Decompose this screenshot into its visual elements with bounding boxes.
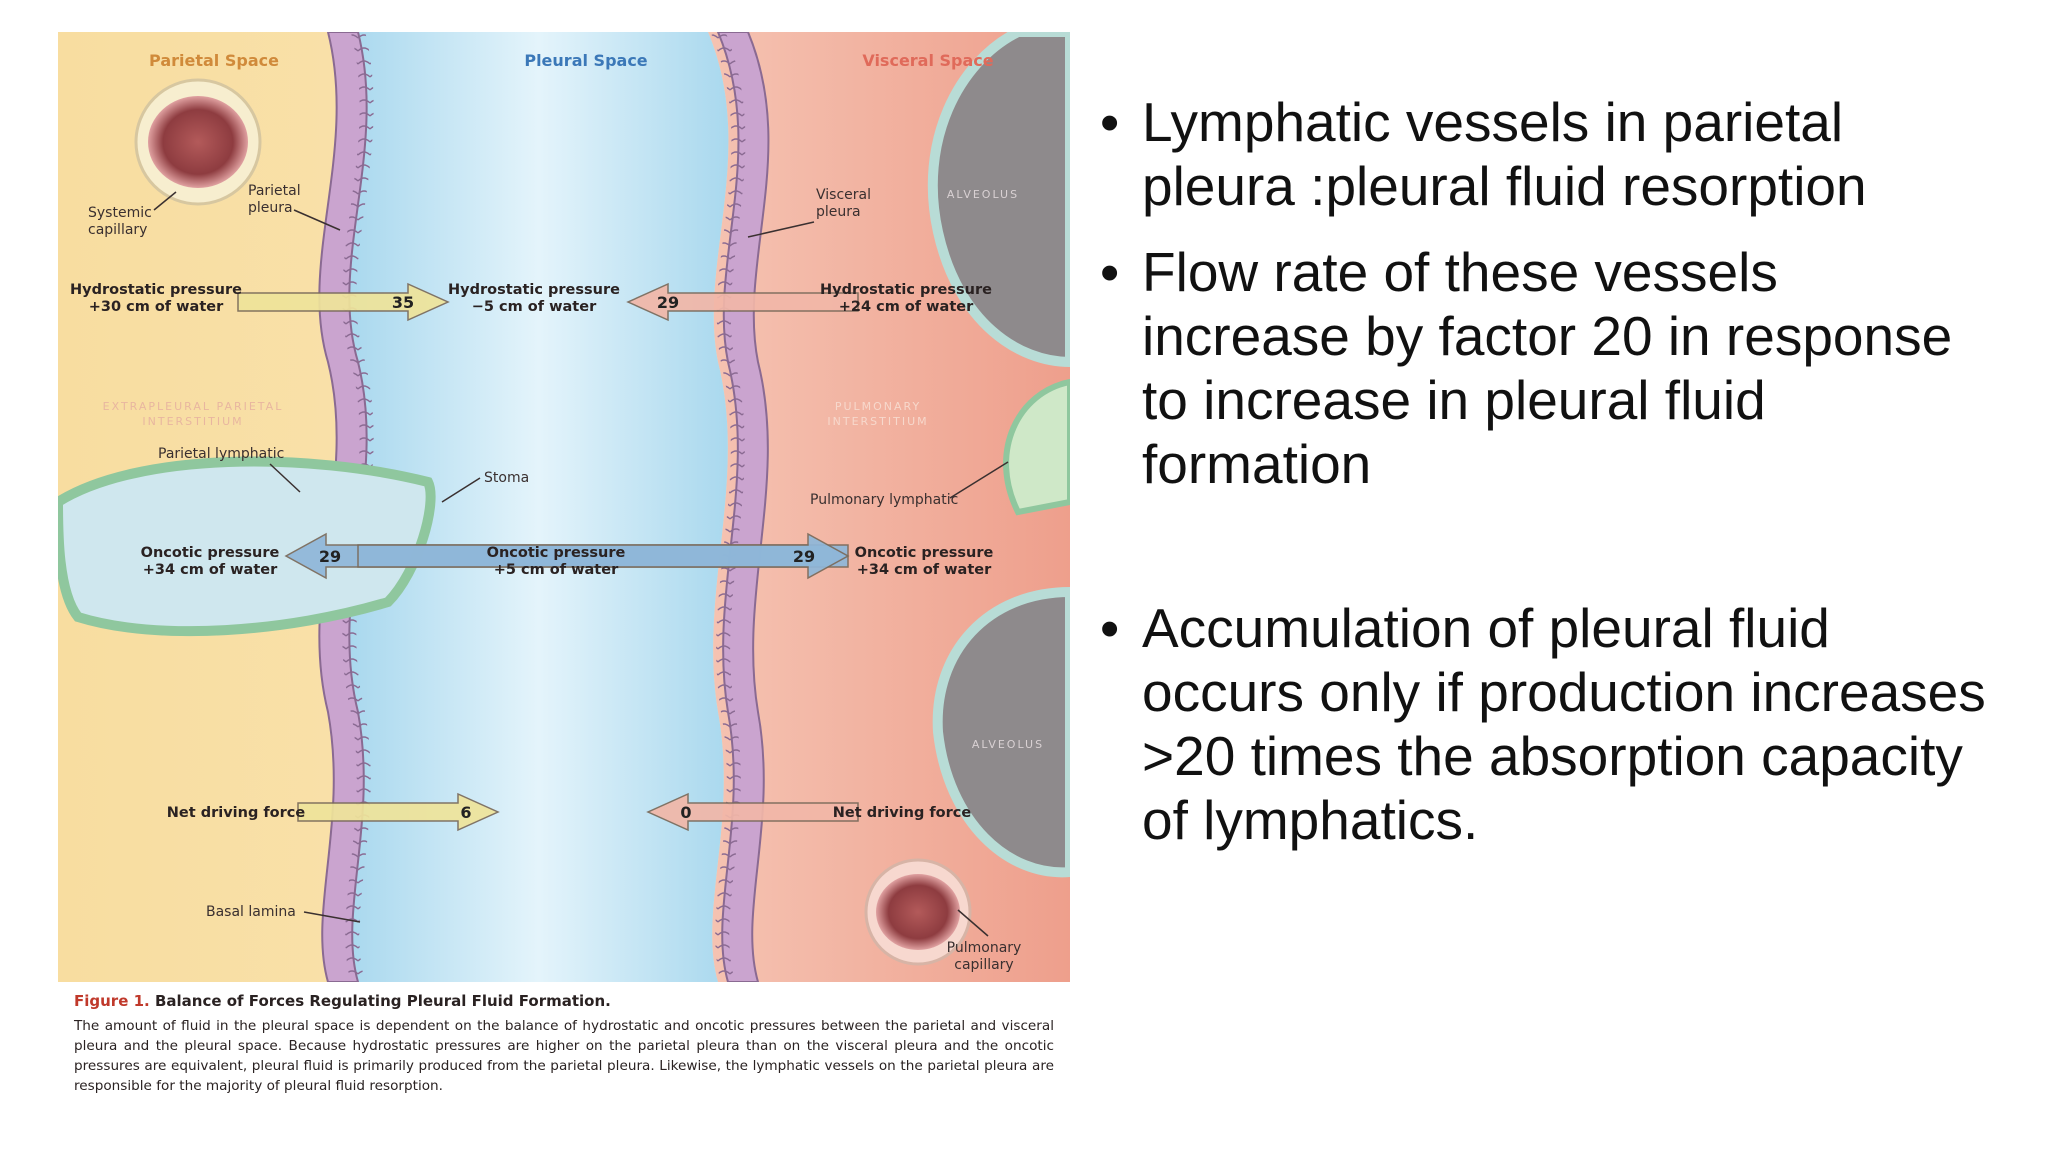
arrow-net-left <box>297 792 500 832</box>
leader-lines <box>153 191 1009 937</box>
pulmonary-capillary-label-1: Pulmonary <box>947 940 1022 956</box>
arrow-oncotic-right <box>357 532 850 580</box>
arrow-value-net-right: 0 <box>680 803 691 822</box>
basal-lamina-label: Basal lamina <box>206 904 296 920</box>
caption-title: Balance of Forces Regulating Pleural Flu… <box>154 992 611 1010</box>
arrow-value-hydro-right: 29 <box>657 293 679 312</box>
figure-illustration: Parietal Space Pleural Space Visceral Sp… <box>58 32 1070 982</box>
parietal-lymphatic-vessel <box>58 456 436 637</box>
visceral-space-header: Visceral Space <box>862 51 993 70</box>
extrapleural-label-2: INTERSTITIUM <box>142 415 243 428</box>
arrow-value-oncotic-left: 29 <box>319 547 341 566</box>
extrapleural-label-1: EXTRAPLEURAL PARIETAL <box>103 400 284 413</box>
oncotic-right-label-1: Oncotic pressure <box>855 545 994 561</box>
systemic-capillary <box>134 78 262 206</box>
pulmonary-capillary <box>864 858 972 966</box>
pulmonary-capillary-label-2: capillary <box>954 957 1013 973</box>
alveolus-bottom-label: ALVEOLUS <box>972 738 1044 751</box>
pulmonary-interstitium-label-2: INTERSTITIUM <box>827 415 928 428</box>
caption-figure-number: Figure 1. <box>74 992 150 1010</box>
figure-caption: Figure 1. Balance of Forces Regulating P… <box>58 982 1070 1098</box>
oncotic-right-label-2: +34 cm of water <box>857 562 992 578</box>
hydro-mid-label-2: −5 cm of water <box>472 299 597 315</box>
alveolus-top-label: ALVEOLUS <box>947 188 1019 201</box>
arrow-value-hydro-left: 35 <box>392 293 414 312</box>
parietal-pleura-label-2: pleura <box>248 200 293 216</box>
pulmonary-lymphatic-label: Pulmonary lymphatic <box>810 492 958 508</box>
parietal-pleura-label-1: Parietal <box>248 183 301 199</box>
hydro-left-label-2: +30 cm of water <box>89 299 224 315</box>
parietal-space-header: Parietal Space <box>149 51 279 70</box>
oncotic-left-label-2: +34 cm of water <box>143 562 278 578</box>
arrow-hydro-right <box>626 282 859 322</box>
pressure-arrows <box>237 282 859 832</box>
alveolus-top <box>927 32 1070 368</box>
caption-body: The amount of fluid in the pleural space… <box>74 1018 1054 1094</box>
pulmonary-lymphatic-vessel <box>1003 378 1070 516</box>
hydro-left-label-1: Hydrostatic pressure <box>70 282 242 298</box>
oncotic-left-label-1: Oncotic pressure <box>141 545 280 561</box>
caption-title-line: Figure 1. Balance of Forces Regulating P… <box>74 992 1054 1010</box>
arrow-value-net-left: 6 <box>460 803 471 822</box>
arrow-value-oncotic-right: 29 <box>793 547 815 566</box>
hydro-right-label-2: +24 cm of water <box>839 299 974 315</box>
stoma-label: Stoma <box>484 470 529 486</box>
visceral-pleura-label-1: Visceral <box>816 187 871 203</box>
pulmonary-interstitium-label-1: PULMONARY <box>835 400 921 413</box>
hydro-right-label-1: Hydrostatic pressure <box>820 282 992 298</box>
hydro-mid-label-1: Hydrostatic pressure <box>448 282 620 298</box>
visceral-pleura-label-2: pleura <box>816 204 861 220</box>
parietal-lymphatic-label: Parietal lymphatic <box>158 446 284 462</box>
arrow-net-right <box>646 792 859 832</box>
alveolus-bottom <box>932 586 1070 878</box>
arrow-hydro-left <box>237 282 450 322</box>
net-force-left-label: Net driving force <box>167 805 306 821</box>
bullet-list: Lymphatic vessels in parietal pleura :pl… <box>1100 90 2000 852</box>
systemic-capillary-label-2: capillary <box>88 222 147 238</box>
bullet-item: Flow rate of these vessels increase by f… <box>1100 240 2000 496</box>
systemic-capillary-label-1: Systemic <box>88 205 152 221</box>
bullet-item: Accumulation of pleural fluid occurs onl… <box>1100 596 2000 852</box>
pleural-space-header: Pleural Space <box>524 51 647 70</box>
oncotic-mid-label-2: +5 cm of water <box>494 562 619 578</box>
pleural-space-region <box>349 32 729 982</box>
bullet-item: Lymphatic vessels in parietal pleura :pl… <box>1100 90 2000 218</box>
net-force-right-label: Net driving force <box>833 805 972 821</box>
oncotic-mid-label-1: Oncotic pressure <box>487 545 626 561</box>
pleural-forces-figure: Parietal Space Pleural Space Visceral Sp… <box>58 32 1070 1098</box>
